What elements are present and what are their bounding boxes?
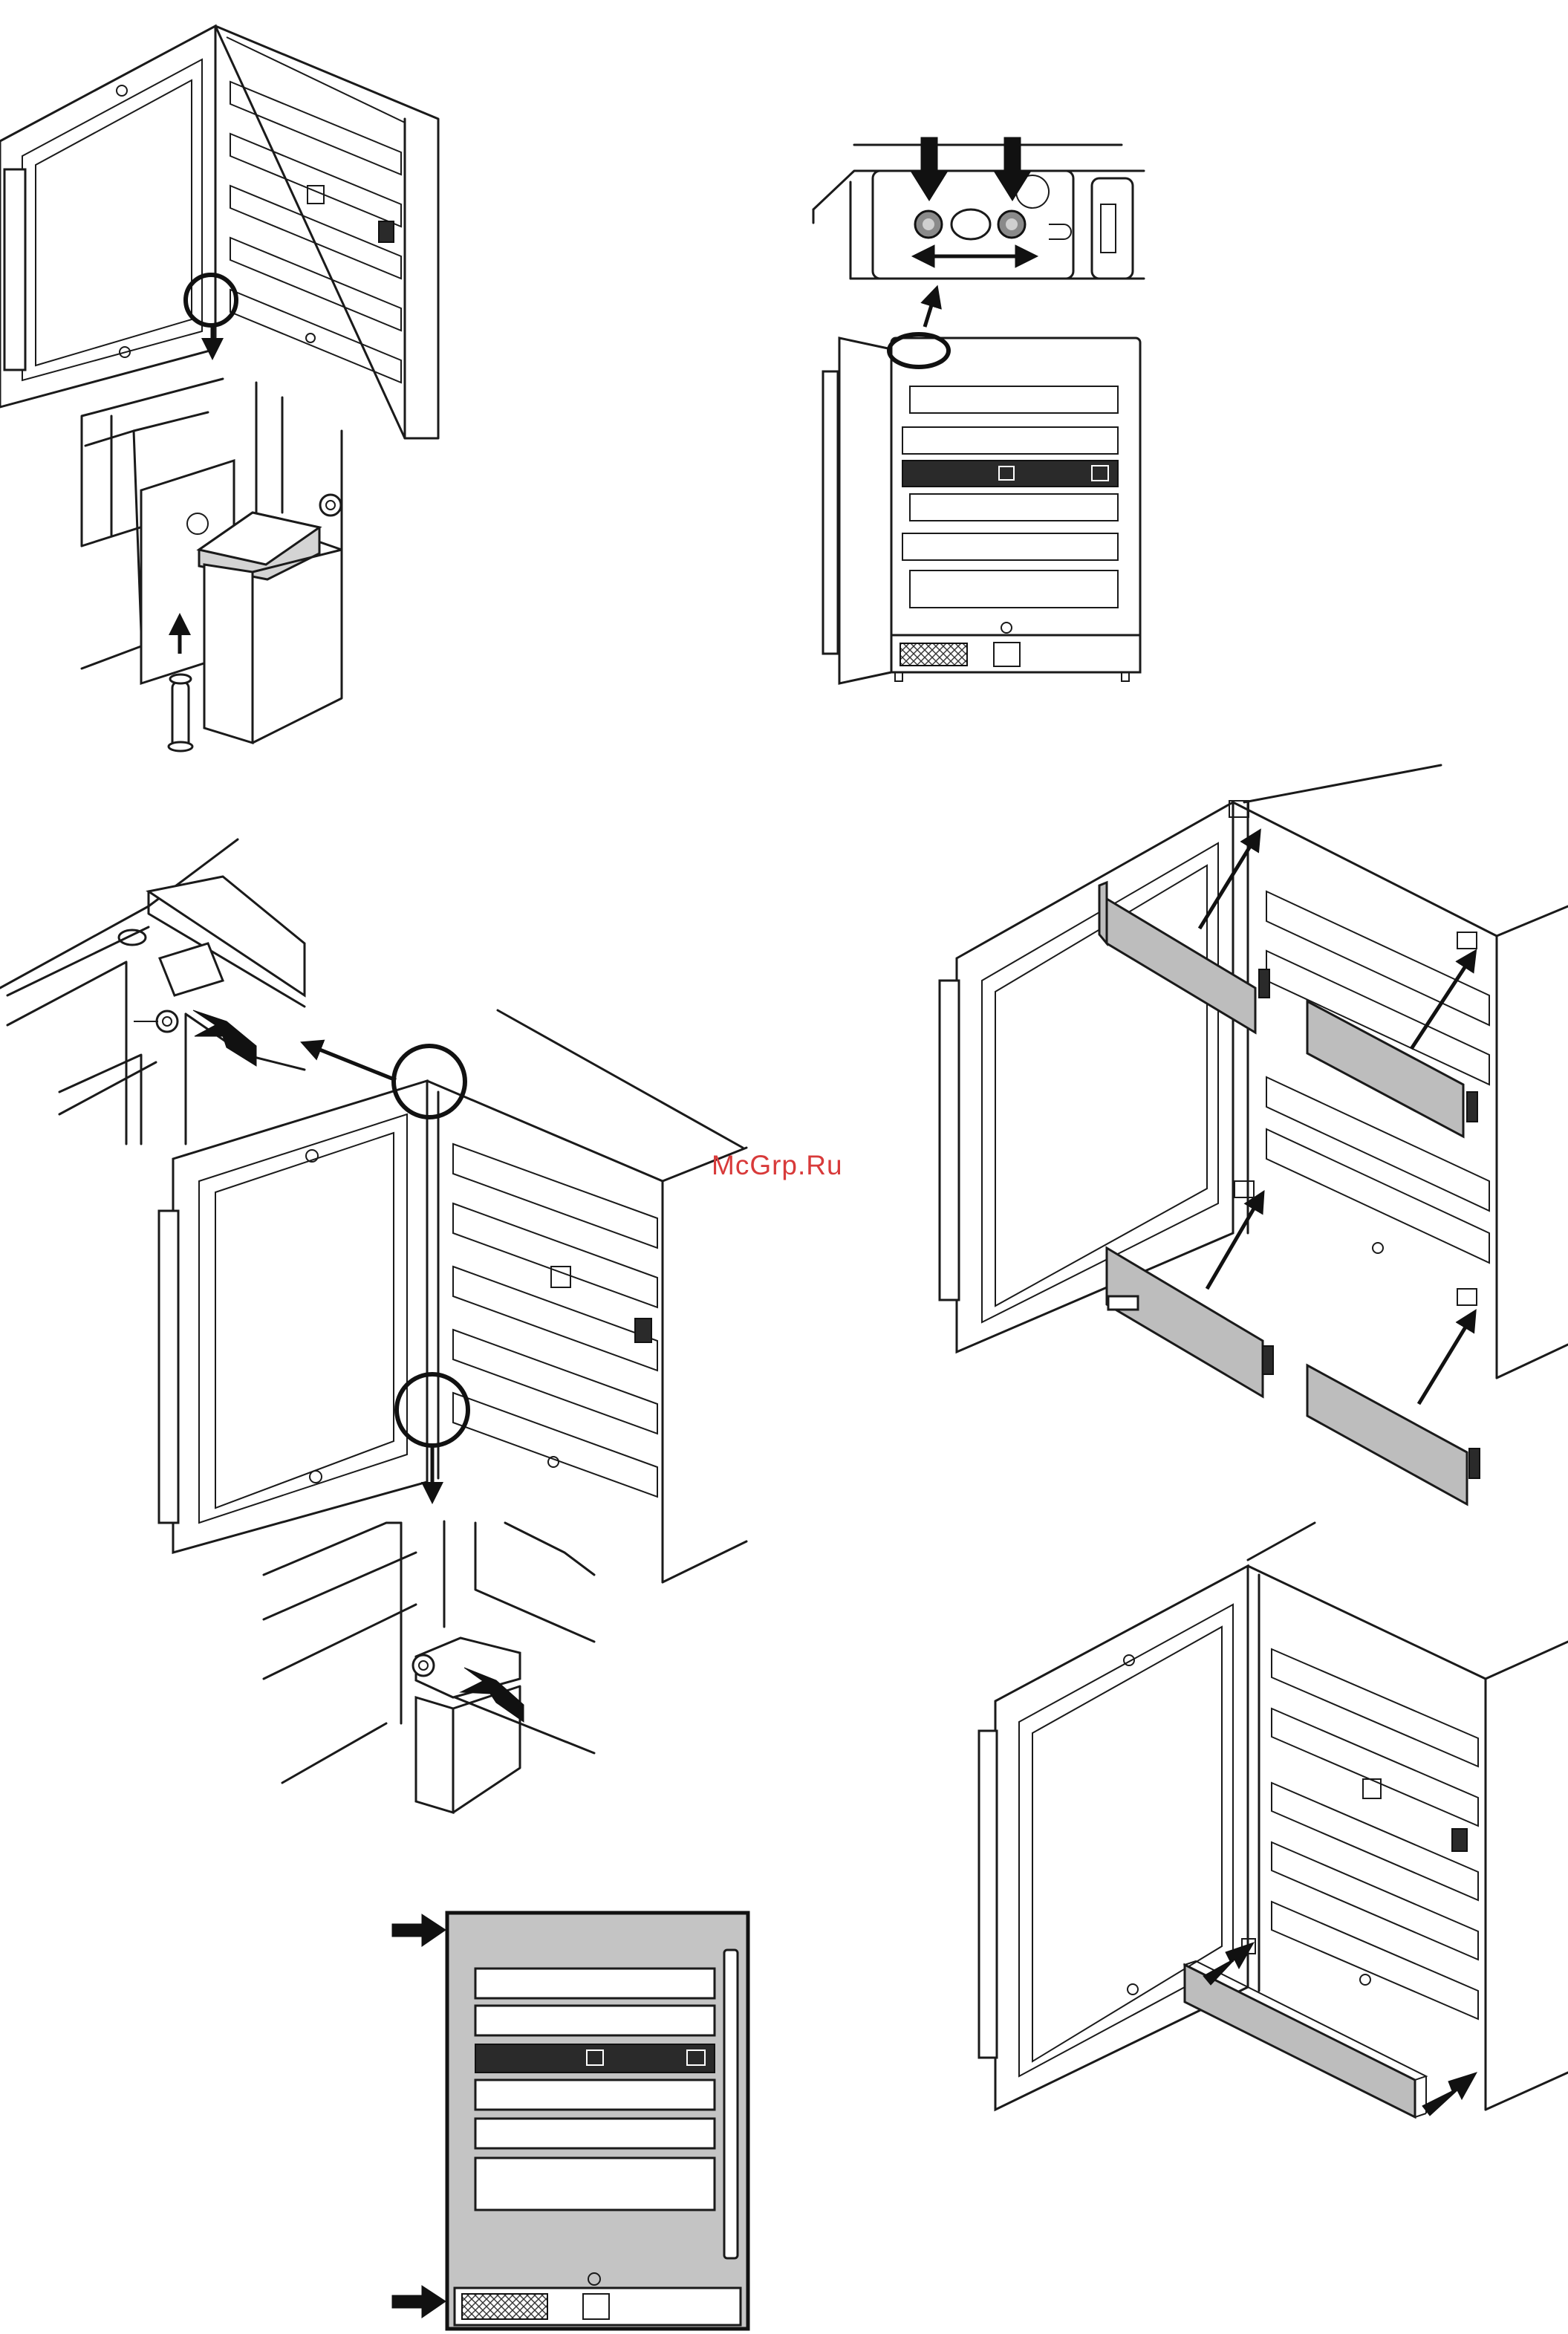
hinge-plate-detail xyxy=(813,145,1144,279)
open-door xyxy=(0,26,215,407)
wine-racks xyxy=(1272,1649,1478,2019)
hinge-cover-bottom-right xyxy=(1307,1365,1480,1504)
figure-hinge-covers-middle-right xyxy=(940,765,1568,1504)
callout-arrow xyxy=(925,296,934,327)
wine-racks xyxy=(230,82,401,383)
hinge-detail-enlarged xyxy=(82,379,342,743)
hinge-pointer-arrow xyxy=(310,1046,396,1080)
open-door xyxy=(940,802,1233,1352)
cabinet-front-view xyxy=(823,334,1140,683)
cabinet-body xyxy=(427,1010,746,1582)
cabinet-interior xyxy=(215,26,438,438)
open-door xyxy=(979,1566,1248,2110)
side-arrows xyxy=(392,1914,446,2318)
figure-front-panel-bottom-center xyxy=(392,1913,748,2329)
hinge-cover-bottom-left xyxy=(1107,1248,1273,1397)
base-grille xyxy=(1185,1961,1426,2117)
wine-racks xyxy=(453,1144,657,1497)
hinge-cover-top-right xyxy=(1307,1001,1477,1137)
figure-door-hinge-pin-top-left xyxy=(0,26,438,751)
interior-shelves xyxy=(475,1969,715,2210)
figure-hinge-screws-top-right xyxy=(813,137,1144,683)
figure-door-removal-middle-left xyxy=(0,839,746,1813)
hinge-pin xyxy=(169,674,192,751)
push-arrow xyxy=(193,1010,256,1066)
watermark-text: McGrp.Ru xyxy=(712,1150,843,1181)
bottom-hinge-detail xyxy=(264,1521,594,1813)
top-hinge-detail xyxy=(0,839,305,1144)
open-door xyxy=(159,1081,427,1553)
figure-base-grille-bottom-right xyxy=(979,1523,1568,2117)
